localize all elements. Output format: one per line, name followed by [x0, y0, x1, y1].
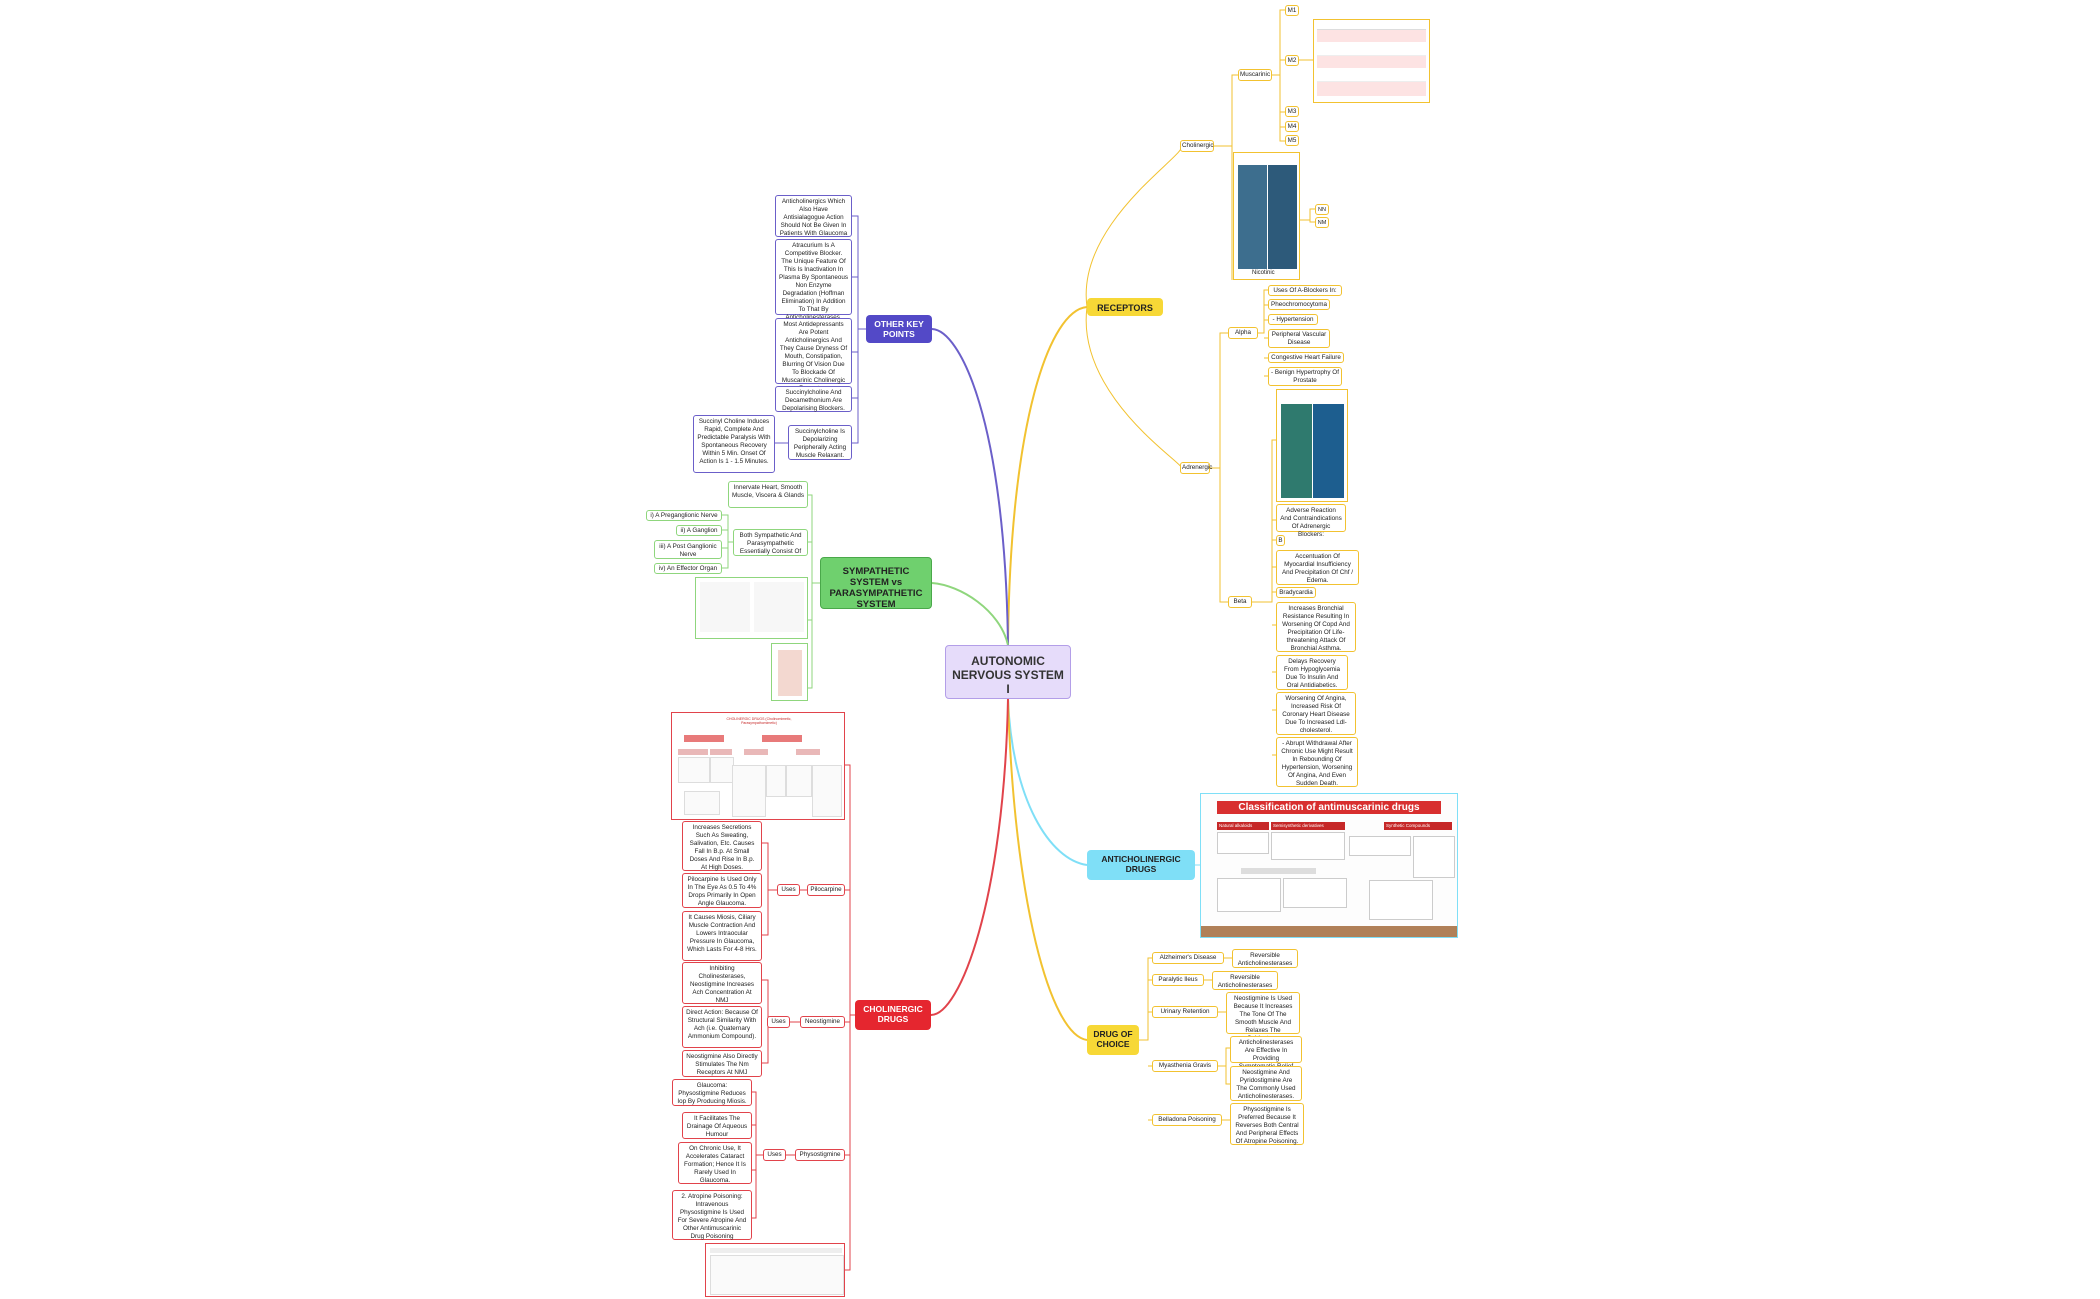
cholinergic-table-image — [705, 1243, 845, 1297]
condition-belladona-poisoning[interactable]: Belladona Poisoning — [1152, 1114, 1222, 1126]
semisynthetic-box: Semisynthetic derivatives — [1271, 822, 1345, 830]
synthetic-box: Synthetic Compounds — [1384, 822, 1452, 830]
antimuscarinic-title: Classification of antimuscarinic drugs — [1217, 801, 1441, 814]
branch-cholinergic-drugs[interactable]: CHOLINERGIC DRUGS — [855, 1000, 931, 1030]
node-m4[interactable]: M4 — [1285, 121, 1299, 132]
branch-receptors[interactable]: RECEPTORS — [1087, 298, 1163, 316]
node-nm[interactable]: NM — [1315, 217, 1329, 228]
drug-neostigmine[interactable]: Neostigmine — [800, 1016, 845, 1028]
beta-item-8[interactable]: - Abrupt Withdrawal After Chronic Use Mi… — [1276, 737, 1358, 787]
beta-item-3[interactable]: Accentuation Of Myocardial Insufficiency… — [1276, 550, 1359, 585]
branch-drug-of-choice[interactable]: DRUG OF CHOICE — [1087, 1025, 1139, 1055]
node-alpha[interactable]: Alpha — [1228, 327, 1258, 339]
key-point-2[interactable]: Atracurium Is A Competitive Blocker. The… — [775, 239, 852, 321]
physostigmine-note-1[interactable]: Glaucoma: Physostigmine Reduces Iop By P… — [672, 1079, 752, 1106]
nicotinic-image: Nicotinic — [1233, 152, 1300, 280]
beta-item-7[interactable]: Worsening Of Angina, Increased Risk Of C… — [1276, 692, 1356, 735]
neostigmine-note-2[interactable]: Direct Action: Because Of Structural Sim… — [682, 1006, 762, 1048]
cholinergic-chart-title: CHOLINERGIC DRUGS (Cholinomimetic, Paras… — [726, 717, 792, 725]
drug-physostigmine[interactable]: Physostigmine — [795, 1149, 845, 1161]
drug-belladona[interactable]: Physostigmine Is Preferred Because It Re… — [1230, 1103, 1304, 1145]
alpha-item-1[interactable]: Uses Of A-Blockers In: — [1268, 285, 1342, 296]
natural-alkaloids-box: Natural alkaloids — [1217, 822, 1269, 830]
drug-myasthenia-2[interactable]: Neostigmine And Pyridostigmine Are The C… — [1230, 1066, 1302, 1101]
node-beta[interactable]: Beta — [1228, 596, 1252, 608]
pilocarpine-note-3[interactable]: It Causes Miosis, Ciliary Muscle Contrac… — [682, 911, 762, 961]
condition-paralytic-ileus[interactable]: Paralytic Ileus — [1152, 974, 1204, 986]
drug-myasthenia-1[interactable]: Anticholinesterases Are Effective In Pro… — [1230, 1036, 1302, 1070]
part-preganglionic[interactable]: i) A Preganglionic Nerve — [646, 510, 722, 521]
node-cholinergic[interactable]: Cholinergic — [1180, 140, 1214, 152]
part-ganglion[interactable]: ii) A Ganglion — [676, 525, 722, 536]
physostigmine-note-3[interactable]: On Chronic Use, It Accelerates Cataract … — [678, 1142, 752, 1184]
neostigmine-note-3[interactable]: Neostigmine Also Directly Stimulates The… — [682, 1050, 762, 1077]
cholinergic-drugs-chart-image: CHOLINERGIC DRUGS (Cholinomimetic, Paras… — [671, 712, 845, 820]
beta-item-5[interactable]: Increases Bronchial Resistance Resulting… — [1276, 602, 1356, 652]
beta-item-2[interactable]: B — [1276, 535, 1285, 546]
uses-neostigmine[interactable]: Uses — [767, 1016, 790, 1028]
central-topic[interactable]: AUTONOMIC NERVOUS SYSTEM I — [945, 645, 1071, 699]
condition-alzheimers[interactable]: Alzheimer's Disease — [1152, 952, 1224, 964]
alpha-item-3[interactable]: - Hypertension — [1268, 314, 1318, 325]
physostigmine-note-2[interactable]: It Facilitates The Drainage Of Aqueous H… — [682, 1112, 752, 1139]
physostigmine-note-4[interactable]: 2. Atropine Poisoning: Intravenous Physo… — [672, 1190, 752, 1240]
key-point-1[interactable]: Anticholinergics Which Also Have Antisia… — [775, 195, 852, 237]
node-adrenergic[interactable]: Adrenergic — [1180, 462, 1212, 474]
drug-alzheimers[interactable]: Reversible Anticholinesterases — [1232, 949, 1298, 968]
alpha-item-2[interactable]: Pheochromocytoma — [1268, 299, 1330, 310]
branch-other-key-points[interactable]: OTHER KEY POINTS — [866, 315, 932, 343]
sympathetic-comparison-image — [695, 577, 808, 639]
alpha-item-6[interactable]: - Benign Hypertrophy Of Prostate — [1268, 367, 1342, 386]
branch-anticholinergic-drugs[interactable]: ANTICHOLINERGIC DRUGS — [1087, 850, 1195, 880]
beta-item-1[interactable]: Adverse Reaction And Contraindications O… — [1276, 504, 1346, 538]
condition-urinary-retention[interactable]: Urinary Retention — [1152, 1006, 1218, 1018]
part-effector-organ[interactable]: iv) An Effector Organ — [654, 563, 722, 574]
branch-sympathetic-vs-parasympathetic[interactable]: SYMPATHETIC SYSTEM vs PARASYMPATHETIC SY… — [820, 557, 932, 610]
node-m2[interactable]: M2 — [1285, 55, 1299, 66]
innervate-note[interactable]: Innervate Heart, Smooth Muscle, Viscera … — [728, 481, 808, 508]
nicotinic-label: Nicotinic — [1252, 270, 1275, 276]
nervous-system-diagram-image — [771, 643, 808, 701]
alpha-item-4[interactable]: Peripheral Vascular Disease — [1268, 329, 1330, 348]
alpha-item-5[interactable]: Congestive Heart Failure — [1268, 352, 1344, 363]
muscarinic-table-image — [1313, 19, 1430, 103]
both-systems-note[interactable]: Both Sympathetic And Parasympathetic Ess… — [733, 529, 808, 556]
condition-myasthenia-gravis[interactable]: Myasthenia Gravis — [1152, 1060, 1218, 1072]
beta-item-6[interactable]: Delays Recovery From Hypoglycemia Due To… — [1276, 655, 1348, 690]
key-point-5[interactable]: Succinylcholine Is Depolarizing Peripher… — [788, 425, 852, 460]
drug-pilocarpine[interactable]: Pilocarpine — [807, 884, 845, 896]
succinyl-choline-note[interactable]: Succinyl Choline Induces Rapid, Complete… — [693, 415, 775, 473]
part-postganglionic[interactable]: iii) A Post Ganglionic Nerve — [654, 540, 722, 559]
node-m5[interactable]: M5 — [1285, 135, 1299, 146]
drug-paralytic-ileus[interactable]: Reversible Anticholinesterases — [1212, 971, 1278, 990]
neostigmine-note-1[interactable]: Inhibiting Cholinesterases, Neostigmine … — [682, 962, 762, 1004]
pilocarpine-note-2[interactable]: Pilocarpine Is Used Only In The Eye As 0… — [682, 873, 762, 908]
node-m1[interactable]: M1 — [1285, 5, 1299, 16]
pilocarpine-note-1[interactable]: Increases Secretions Such As Sweating, S… — [682, 821, 762, 871]
node-m3[interactable]: M3 — [1285, 106, 1299, 117]
uses-pilocarpine[interactable]: Uses — [777, 884, 800, 896]
antimuscarinic-classification-image: Classification of antimuscarinic drugs N… — [1200, 793, 1458, 938]
adrenergic-blockers-image — [1276, 389, 1348, 502]
node-muscarinic[interactable]: Muscarinic — [1238, 69, 1272, 81]
key-point-4[interactable]: Succinylcholine And Decamethonium Are De… — [775, 386, 852, 412]
drug-urinary-retention[interactable]: Neostigmine Is Used Because It Increases… — [1226, 992, 1300, 1042]
uses-physostigmine[interactable]: Uses — [763, 1149, 786, 1161]
key-point-3[interactable]: Most Antidepressants Are Potent Antichol… — [775, 318, 852, 392]
beta-item-4[interactable]: Bradycardia — [1276, 587, 1316, 598]
node-nn[interactable]: NN — [1315, 204, 1329, 215]
